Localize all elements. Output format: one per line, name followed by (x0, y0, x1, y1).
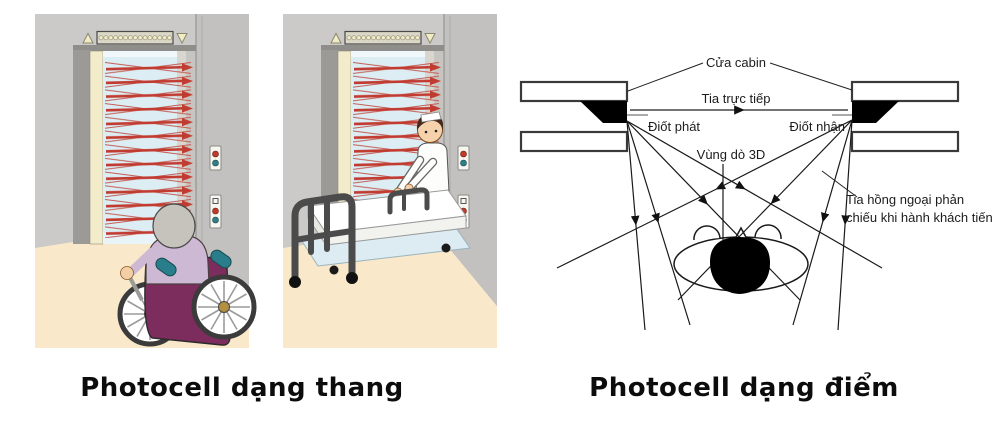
reflected-beam-lines (556, 119, 883, 331)
hand (120, 266, 134, 280)
receiver-diode (852, 101, 899, 123)
hospital-bed (289, 187, 471, 288)
label-detection-zone: Vùng dò 3D (697, 147, 766, 162)
cabin-door-left-top (519, 80, 629, 103)
passenger-head (710, 237, 770, 294)
label-direct-beam: Tia trực tiếp (702, 91, 771, 106)
photocell-point-diagram: Cửa cabin Tia trực tiếp Điốt phát Điốt n… (519, 55, 993, 331)
bed-side-rail (387, 187, 430, 215)
elevator-scene-bed (283, 14, 497, 348)
label-emitter-diode: Điốt phát (648, 119, 700, 134)
caption-right: Photocell dạng điểm (589, 373, 899, 403)
handle-grip-right (210, 249, 232, 269)
elevator-doorway (283, 14, 497, 348)
label-receiver-diode: Điốt nhận (789, 119, 845, 134)
cabin-door-left-bottom (519, 130, 629, 153)
bed-foot-rail (291, 193, 356, 282)
label-reflected-beam-1: Tia hồng ngoại phản (846, 192, 964, 207)
wheelchair-user (120, 203, 254, 345)
caption-left: Photocell dạng thang (80, 373, 404, 403)
wheelchair-right-wheel (194, 277, 254, 337)
label-cabin-door: Cửa cabin (706, 55, 766, 70)
elevator-scene-wheelchair (35, 14, 254, 348)
nurse-cap (420, 111, 442, 123)
cabin-door-right-bottom (850, 130, 960, 153)
cabin-door-right-top (850, 80, 960, 103)
gray-hair (152, 203, 196, 249)
emitter-diode (580, 101, 627, 123)
handle-grip-left (155, 257, 177, 277)
illustration-canvas: Cửa cabin Tia trực tiếp Điốt phát Điốt n… (0, 0, 993, 362)
label-reflected-beam-2: chiếu khi hành khách tiến (846, 210, 993, 225)
